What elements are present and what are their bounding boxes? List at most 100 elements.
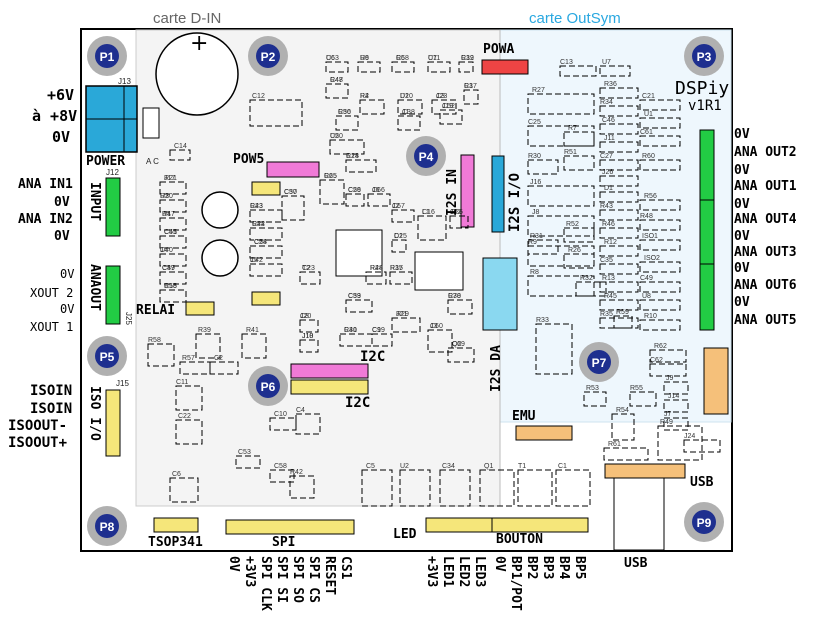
component-ref-label: U5 — [330, 133, 339, 140]
component-ref-label: C46 — [602, 117, 615, 124]
pow5-header[interactable] — [266, 161, 320, 178]
spi-header[interactable] — [225, 519, 355, 535]
iso-header[interactable] — [105, 389, 121, 457]
component-footprint — [299, 319, 319, 333]
component-ref-label: R19 — [461, 55, 474, 62]
component-ref-label: C56 — [348, 187, 361, 194]
component-ref-label: R62 — [654, 343, 667, 350]
out-header-j5[interactable] — [699, 199, 715, 265]
header-j11[interactable] — [251, 291, 281, 306]
ic-q1 — [414, 251, 464, 291]
i2s-io-header[interactable] — [491, 155, 505, 233]
anaout-ref: J25 — [124, 312, 133, 325]
component-ref-label: C15 — [394, 233, 407, 240]
right-output-label: ANA OUT5 — [734, 313, 797, 328]
component-ref-label: R54 — [616, 407, 629, 414]
emu-header[interactable] — [515, 425, 573, 441]
i2c-header-yellow[interactable] — [290, 379, 369, 395]
anaout-header[interactable] — [105, 265, 121, 325]
component-footprint — [683, 439, 721, 453]
tsop-tag: TSOP341 — [148, 535, 203, 550]
component-ref-label: D2 — [394, 233, 403, 240]
component-ref-label: C28 — [254, 239, 267, 246]
power-l3: 0V — [52, 128, 71, 146]
component-footprint — [159, 289, 187, 303]
component-ref-label: C65 — [324, 173, 337, 180]
component-footprint — [417, 215, 447, 241]
component-ref-label: J8 — [532, 209, 540, 216]
component-ref-label: D2 — [400, 93, 409, 100]
component-ref-label: R7 — [568, 125, 577, 132]
usb-socket — [613, 477, 665, 551]
out-header-j6[interactable] — [699, 263, 715, 331]
component-ref-label: C35 — [600, 257, 613, 264]
component-footprint — [663, 399, 689, 413]
right-output-label: 0V — [734, 261, 750, 276]
component-ref-label: R44 — [370, 265, 383, 272]
component-footprint — [527, 159, 559, 175]
component-ref-label: C44 — [252, 221, 265, 228]
component-ref-label: R17 — [162, 211, 175, 218]
component-ref-label: R31 — [530, 233, 543, 240]
component-ref-label: R6 — [360, 55, 369, 62]
component-ref-label: R33 — [536, 317, 549, 324]
component-ref-label: R57 — [182, 355, 195, 362]
component-ref-label: J17 — [164, 175, 175, 182]
led-header[interactable] — [425, 517, 493, 533]
component-ref-label: R49 — [660, 419, 673, 426]
component-ref-label: R47 — [330, 77, 343, 84]
usb-header[interactable] — [604, 463, 686, 479]
component-footprint — [439, 109, 463, 125]
component-footprint — [599, 191, 639, 203]
component-ref-label: R1 — [464, 83, 473, 90]
component-ref-label: U9 — [360, 55, 369, 62]
component-footprint — [611, 413, 635, 441]
bottom-pin-label: 0V — [226, 556, 241, 572]
component-footprint — [399, 469, 431, 507]
right-output-label: ANA OUT3 — [734, 245, 797, 260]
component-ref-label: C3 — [436, 93, 445, 100]
i2s-io-tag: I2S I/O — [507, 172, 523, 232]
header-j10[interactable] — [251, 181, 281, 196]
anaout-l4: XOUT 1 — [30, 320, 74, 334]
component-footprint — [599, 209, 639, 221]
bottom-pin-label: BP2 — [524, 556, 539, 580]
component-ref-label: R59 — [616, 309, 629, 316]
component-footprint — [159, 199, 187, 213]
component-ref-label: J22 — [450, 209, 461, 216]
component-ref-label: R4 — [360, 93, 369, 100]
component-ref-label: R20 — [160, 193, 173, 200]
i2s-da-header[interactable] — [482, 257, 518, 331]
component-footprint — [639, 99, 681, 111]
din-label: carte D-IN — [153, 10, 221, 27]
i2s-da-tag: I2S DA — [489, 345, 504, 392]
input-header[interactable] — [105, 177, 121, 237]
relai-header[interactable] — [185, 301, 215, 316]
usb-tag-b: USB — [624, 556, 648, 571]
component-ref-label: C18 — [346, 153, 359, 160]
bottom-pin-label: LED1 — [440, 556, 455, 588]
component-footprint — [159, 235, 187, 249]
i2c-header-pink[interactable] — [290, 363, 369, 379]
component-footprint — [209, 361, 239, 375]
component-footprint — [649, 349, 687, 363]
board-title: DSPiy — [675, 78, 729, 99]
component-ref-label: C25 — [528, 119, 541, 126]
component-footprint — [439, 469, 471, 507]
bottom-pin-label: 0V — [492, 556, 507, 572]
component-ref-label: C39 — [162, 265, 175, 272]
component-footprint — [357, 61, 381, 73]
pad-p1: P1 — [87, 36, 127, 76]
component-footprint — [479, 469, 515, 507]
header-j2[interactable] — [703, 347, 729, 415]
component-ref-label: R56 — [644, 193, 657, 200]
component-footprint — [555, 469, 591, 507]
powa-header[interactable] — [481, 59, 529, 75]
outsym-label: carte OutSym — [529, 10, 621, 27]
tsop-header[interactable] — [153, 517, 199, 533]
bouton-header[interactable] — [491, 517, 589, 533]
out-header-j4[interactable] — [699, 129, 715, 201]
component-footprint — [335, 115, 359, 131]
